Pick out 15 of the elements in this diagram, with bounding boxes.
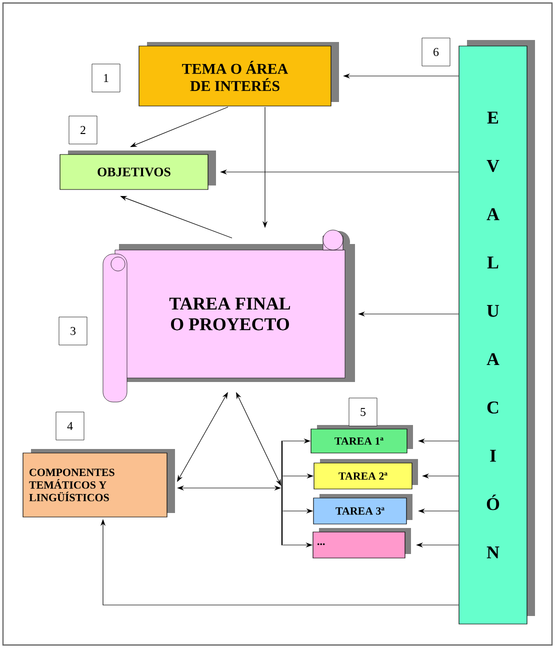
components-box: COMPONENTES TEMÁTICOS Y LINGÜÍSTICOS bbox=[22, 449, 175, 518]
objectives-box: OBJETIVOS bbox=[60, 150, 216, 190]
callout-number: 6 bbox=[422, 38, 450, 66]
callout-number: 4 bbox=[56, 412, 84, 440]
arrow bbox=[177, 392, 228, 482]
callout-number: 1 bbox=[92, 64, 120, 92]
evaluation-bar: E V A L U A C I Ó N bbox=[458, 40, 535, 624]
callout-number: 3 bbox=[58, 316, 88, 346]
task-box: TAREA 2ª bbox=[314, 459, 418, 490]
task-box: ... bbox=[312, 528, 411, 558]
callout-number: 2 bbox=[68, 116, 98, 144]
task-box: TAREA 1ª bbox=[310, 425, 413, 454]
topic-box: TEMA O ÁREA DE INTERÉS bbox=[138, 42, 339, 106]
task-box: TAREA 3ª bbox=[313, 494, 412, 524]
callout-number: 5 bbox=[348, 398, 378, 426]
